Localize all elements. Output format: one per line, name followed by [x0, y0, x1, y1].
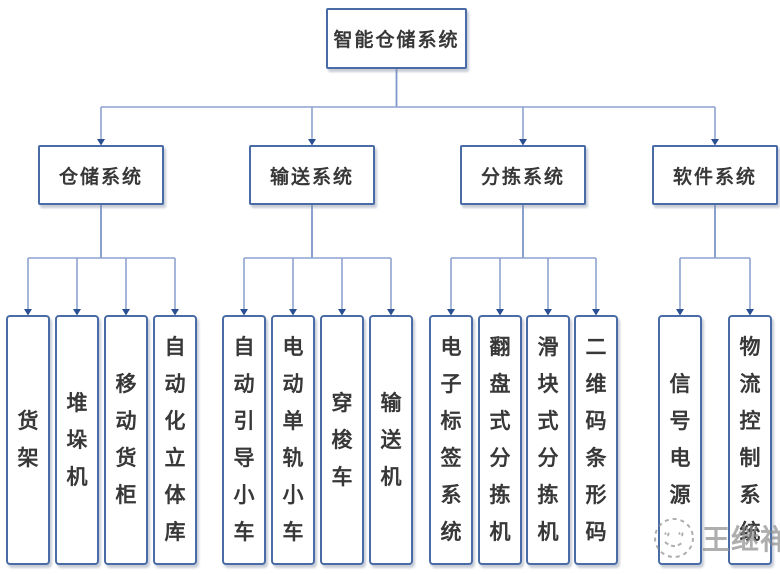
node-label: 电子标签系统 — [440, 335, 462, 544]
arrowhead — [387, 309, 395, 316]
node-rack: 货架 — [6, 315, 50, 565]
arrowhead — [24, 309, 32, 316]
arrowhead — [97, 139, 105, 146]
node-label: 自动化立体库 — [164, 335, 186, 544]
node-label: 物流控制系统 — [739, 335, 761, 544]
node-label: 二维码条形码 — [585, 335, 607, 544]
node-label: 信号电源 — [669, 372, 691, 507]
node-storage-system: 仓储系统 — [38, 145, 164, 205]
node-label: 电动单轨小车 — [282, 335, 304, 544]
node-label: 货架 — [17, 409, 39, 470]
arrowhead — [240, 309, 248, 316]
node-label: 自动引导小车 — [233, 335, 255, 544]
arrowhead — [171, 309, 179, 316]
node-label: 输送机 — [380, 390, 402, 489]
node-stacker-crane: 堆垛机 — [55, 315, 99, 565]
node-software-system: 软件系统 — [652, 145, 778, 205]
node-label: 翻盘式分拣机 — [489, 335, 511, 544]
arrowhead — [711, 139, 719, 146]
node-automated-stereoscopic-warehouse: 自动化立体库 — [153, 315, 197, 565]
arrowhead — [592, 309, 600, 316]
node-conveying-system: 输送系统 — [249, 145, 375, 205]
software-branch-connectors — [676, 205, 754, 316]
node-signal-power-supply: 信号电源 — [658, 315, 702, 565]
storage-branch-connectors — [24, 205, 179, 316]
node-shuttle-car: 穿梭车 — [320, 315, 364, 565]
node-logistics-control-system: 物流控制系统 — [728, 315, 772, 565]
node-label: 滑块式分拣机 — [537, 335, 559, 544]
arrowhead — [544, 309, 552, 316]
arrowhead — [447, 309, 455, 316]
node-qr-code-barcode: 二维码条形码 — [574, 315, 618, 565]
arrowhead — [289, 309, 297, 316]
node-label: 穿梭车 — [331, 390, 353, 489]
root-connectors — [97, 69, 719, 146]
node-mobile-cargo-cabinet: 移动货柜 — [104, 315, 148, 565]
node-sorting-system: 分拣系统 — [460, 145, 586, 205]
arrowhead — [746, 309, 754, 316]
node-intelligent-warehousing-system: 智能仓储系统 — [326, 8, 467, 69]
arrowhead — [338, 309, 346, 316]
conveying-branch-connectors — [240, 205, 395, 316]
arrowhead — [676, 309, 684, 316]
node-label: 堆垛机 — [66, 390, 88, 489]
arrowhead — [73, 309, 81, 316]
node-slide-shoe-sorter: 滑块式分拣机 — [526, 315, 570, 565]
sorting-branch-connectors — [447, 205, 600, 316]
arrowhead — [122, 309, 130, 316]
node-label: 移动货柜 — [115, 372, 137, 507]
node-automated-guided-vehicle: 自动引导小车 — [222, 315, 266, 565]
node-electronic-label-system: 电子标签系统 — [429, 315, 473, 565]
node-tilt-tray-sorter: 翻盘式分拣机 — [478, 315, 522, 565]
arrowhead — [308, 139, 316, 146]
node-conveyor: 输送机 — [369, 315, 413, 565]
arrowhead — [496, 309, 504, 316]
node-electric-monorail-car: 电动单轨小车 — [271, 315, 315, 565]
arrowhead — [519, 139, 527, 146]
